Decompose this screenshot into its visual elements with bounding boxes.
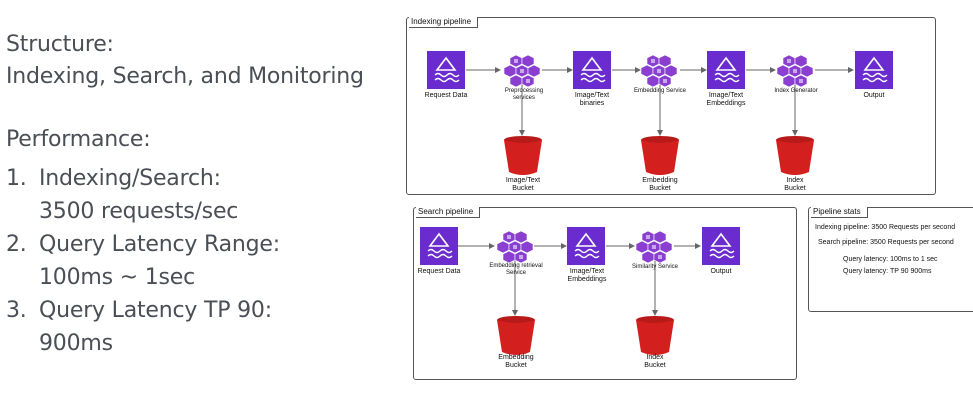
- search-pipeline-title: Search pipeline: [416, 207, 481, 218]
- stats-line-search: Search pipeline: 3500 Requests per secon…: [818, 239, 954, 246]
- list-item-2-line1: Query Latency Range:: [39, 232, 280, 257]
- structure-text: Indexing, Search, and Monitoring: [6, 64, 364, 89]
- list-number-3: 3.: [6, 298, 27, 323]
- label-embedding-service: Embedding Service: [633, 88, 687, 94]
- label-request-data: Request Data: [424, 92, 468, 99]
- bucket-icon: [776, 136, 814, 175]
- cluster-icon: [640, 54, 678, 88]
- bucket-icon: [497, 316, 535, 355]
- structure-heading: Structure:: [6, 32, 114, 57]
- service-box-icon: [426, 50, 466, 90]
- indexing-pipeline-title: Indexing pipeline: [409, 17, 479, 28]
- label-output: Output: [863, 92, 885, 99]
- service-box-icon: [706, 50, 746, 90]
- list-number-1: 1.: [6, 166, 27, 191]
- label-search-request-data: Request Data: [417, 268, 461, 275]
- list-item-2-line2: 100ms ~ 1sec: [39, 265, 195, 290]
- service-box-icon: [701, 226, 741, 266]
- pipeline-stats-title: Pipeline stats: [811, 207, 868, 218]
- service-box-icon: [572, 50, 612, 90]
- label-similarity-service: Similarity Service: [631, 264, 679, 270]
- cluster-icon: [776, 54, 814, 88]
- stats-line-indexing: Indexing pipeline: 3500 Requests per sec…: [815, 224, 956, 231]
- bucket-icon: [504, 136, 542, 175]
- list-item-3-line1: Query Latency TP 90:: [39, 298, 272, 323]
- cluster-icon: [635, 230, 673, 264]
- list-item-1-line2: 3500 requests/sec: [39, 199, 239, 224]
- service-box-icon: [419, 226, 459, 266]
- list-item-1-line1: Indexing/Search:: [39, 166, 221, 191]
- pipeline-stats-panel: Pipeline stats: [808, 207, 973, 312]
- list-number-2: 2.: [6, 232, 27, 257]
- service-box-icon: [854, 50, 894, 90]
- bucket-icon: [636, 316, 674, 355]
- cluster-icon: [496, 230, 534, 264]
- label-index-generator: Index Generator: [774, 88, 818, 94]
- bucket-icon: [641, 136, 679, 175]
- cluster-icon: [503, 54, 541, 88]
- label-search-output: Output: [710, 268, 732, 275]
- stats-line-latency-tp90: Query latency: TP 90 900ms: [843, 268, 932, 275]
- stats-line-latency-range: Query latency: 100ms to 1 sec: [843, 256, 938, 263]
- performance-heading: Performance:: [6, 127, 151, 152]
- service-box-icon: [566, 226, 606, 266]
- list-item-3-line2: 900ms: [39, 331, 113, 356]
